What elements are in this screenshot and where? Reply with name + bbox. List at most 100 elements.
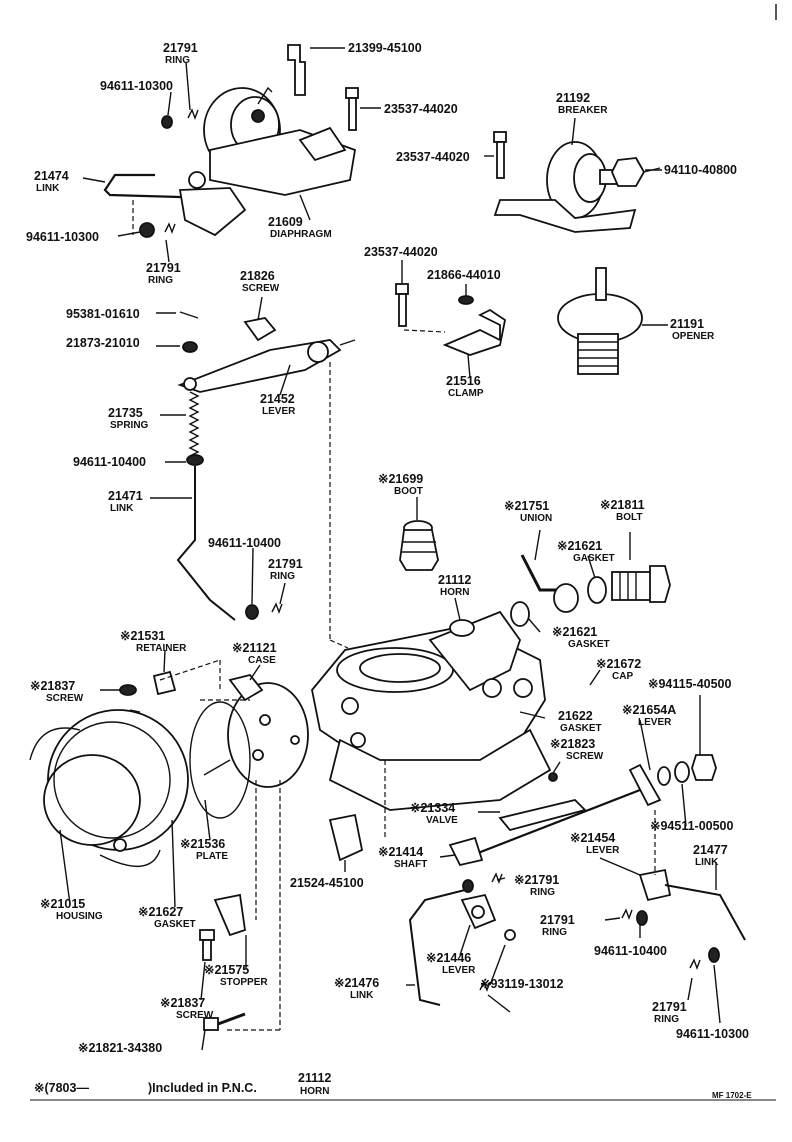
part-number: ※21476 xyxy=(334,976,379,990)
part-number: 21191 xyxy=(670,317,704,331)
clamp-and-lever-drawing xyxy=(177,295,507,393)
part-name: CASE xyxy=(248,655,276,666)
part-name: SCREW xyxy=(176,1010,214,1021)
assembly-dashed-lines xyxy=(159,362,656,1031)
part-number: 95381-01610 xyxy=(66,307,140,321)
part-number: 21192 xyxy=(556,91,590,105)
part-name: RING xyxy=(542,927,567,938)
part-number: 94611-10300 xyxy=(100,79,173,93)
part-name: SCREW xyxy=(46,693,84,704)
part-label: 94611-10300 xyxy=(26,230,99,244)
part-number: 21399-45100 xyxy=(348,41,422,55)
part-labels: 21791RING94611-1030021474LINK94611-10300… xyxy=(26,41,749,1055)
part-name: LINK xyxy=(695,857,719,868)
part-label: 21399-45100 xyxy=(348,41,422,55)
part-name: VALVE xyxy=(426,815,458,826)
part-number: ※21414 xyxy=(378,845,423,859)
part-name: RING xyxy=(654,1014,679,1025)
part-label: 94611-10400 xyxy=(208,536,281,550)
part-number: 21791 xyxy=(540,913,575,927)
part-number: 21791 xyxy=(163,41,198,55)
part-number: 21866-44010 xyxy=(427,268,501,282)
part-name: LEVER xyxy=(442,965,476,976)
part-number: 21609 xyxy=(268,215,303,229)
part-number: 21826 xyxy=(240,269,275,283)
opener-drawing xyxy=(557,267,643,375)
part-name: BOOT xyxy=(394,486,423,497)
part-number: 23537-44020 xyxy=(364,245,438,259)
part-name: BREAKER xyxy=(558,105,608,116)
part-label: 94611-10400 xyxy=(594,944,667,958)
part-number: ※21699 xyxy=(378,472,423,486)
part-number: 21873-21010 xyxy=(66,336,140,350)
part-number: ※94115-40500 xyxy=(648,677,732,691)
part-label: ※93119-13012 xyxy=(480,977,564,991)
part-number: 23537-44020 xyxy=(384,102,458,116)
part-name: LINK xyxy=(350,990,374,1001)
stopper-screw-drawing xyxy=(199,893,246,1031)
part-number: 94611-10400 xyxy=(73,455,146,469)
part-number: ※21446 xyxy=(426,951,471,965)
carburetor-body-drawing xyxy=(311,610,552,811)
part-name: RING xyxy=(165,55,190,66)
part-number: ※21454 xyxy=(570,831,615,845)
part-number: 21452 xyxy=(260,392,295,406)
part-label: ※21821-34380 xyxy=(78,1041,162,1055)
part-name: LEVER xyxy=(638,717,672,728)
part-name: LINK xyxy=(36,183,60,194)
choke-housing-drawing xyxy=(29,670,309,868)
part-number: 21791 xyxy=(268,557,303,571)
footer-text: )Included in P.N.C. xyxy=(148,1081,257,1095)
part-number: ※94511-00500 xyxy=(650,819,734,833)
lever-link-21476-drawing xyxy=(408,872,516,1006)
part-name: GASKET xyxy=(568,639,610,650)
part-label: 23537-44020 xyxy=(364,245,438,259)
part-number: ※21531 xyxy=(120,629,165,643)
part-name: RING xyxy=(148,275,173,286)
part-number: 21791 xyxy=(652,1000,687,1014)
boot-drawing xyxy=(399,520,439,571)
part-name: LEVER xyxy=(586,845,620,856)
part-number: 94611-10400 xyxy=(594,944,667,958)
part-number: ※21751 xyxy=(504,499,549,513)
part-number: ※21121 xyxy=(232,641,277,655)
part-number: 21477 xyxy=(693,843,728,857)
part-name: UNION xyxy=(520,513,552,524)
part-label: 94110-40800 xyxy=(664,163,737,177)
part-name: STOPPER xyxy=(220,977,268,988)
part-name: RETAINER xyxy=(136,643,187,654)
part-name: SHAFT xyxy=(394,859,427,870)
part-label: 94611-10300 xyxy=(676,1027,749,1041)
part-number: 23537-44020 xyxy=(396,150,470,164)
part-number: ※21811 xyxy=(600,498,645,512)
part-number: ※21536 xyxy=(180,837,225,851)
part-label: 95381-01610 xyxy=(66,307,140,321)
part-label: ※94115-40500 xyxy=(648,677,732,691)
part-number: ※21837 xyxy=(160,996,205,1010)
part-name: SPRING xyxy=(110,420,149,431)
part-name: CLAMP xyxy=(448,388,484,399)
part-number: ※21334 xyxy=(410,801,455,815)
